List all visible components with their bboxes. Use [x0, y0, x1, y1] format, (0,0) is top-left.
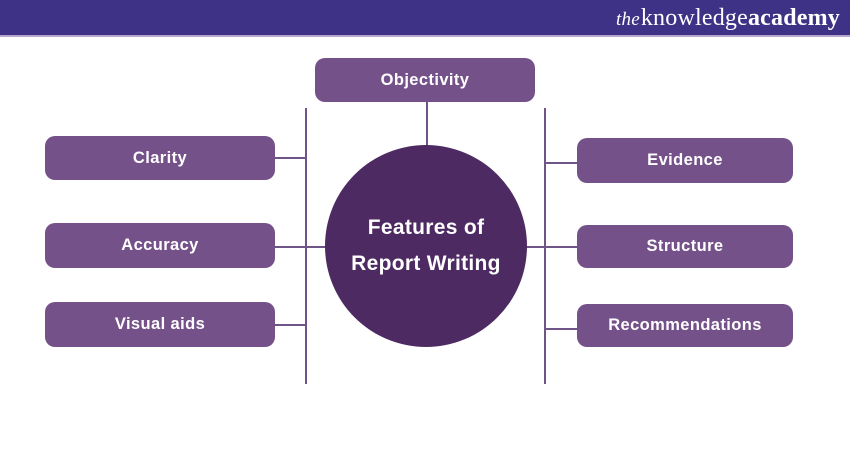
- connector-clarity: [274, 157, 306, 159]
- connector-recommendations: [545, 328, 578, 330]
- logo-academy: academy: [747, 4, 840, 31]
- feature-box-structure: Structure: [577, 225, 793, 268]
- feature-label: Accuracy: [121, 236, 199, 254]
- connector-objectivity: [426, 101, 428, 147]
- connector-structure: [523, 246, 578, 248]
- logo-the: the: [616, 8, 640, 30]
- feature-label: Visual aids: [114, 315, 206, 333]
- feature-box-recommendations: Recommendations: [577, 304, 793, 347]
- feature-label: Recommendations: [608, 316, 762, 334]
- central-title-line2: Report Writing: [351, 252, 501, 275]
- feature-label: Evidence: [647, 151, 723, 169]
- connector-evidence: [545, 162, 578, 164]
- central-topic-circle: Features of Report Writing: [325, 145, 527, 347]
- feature-label: Structure: [646, 237, 724, 255]
- feature-box-objectivity: Objectivity: [315, 58, 535, 102]
- feature-box-visual-aids: Visual aids: [45, 302, 275, 347]
- feature-box-clarity: Clarity: [45, 136, 275, 180]
- feature-label: Clarity: [132, 148, 188, 167]
- feature-label: Objectivity: [380, 70, 470, 89]
- logo-knowledge: knowledge: [640, 4, 748, 31]
- feature-box-accuracy: Accuracy: [45, 223, 275, 268]
- connector-visual-aids: [274, 324, 306, 326]
- connector-accuracy: [274, 246, 330, 248]
- feature-box-evidence: Evidence: [577, 138, 793, 183]
- central-title-line1: Features of: [367, 216, 485, 239]
